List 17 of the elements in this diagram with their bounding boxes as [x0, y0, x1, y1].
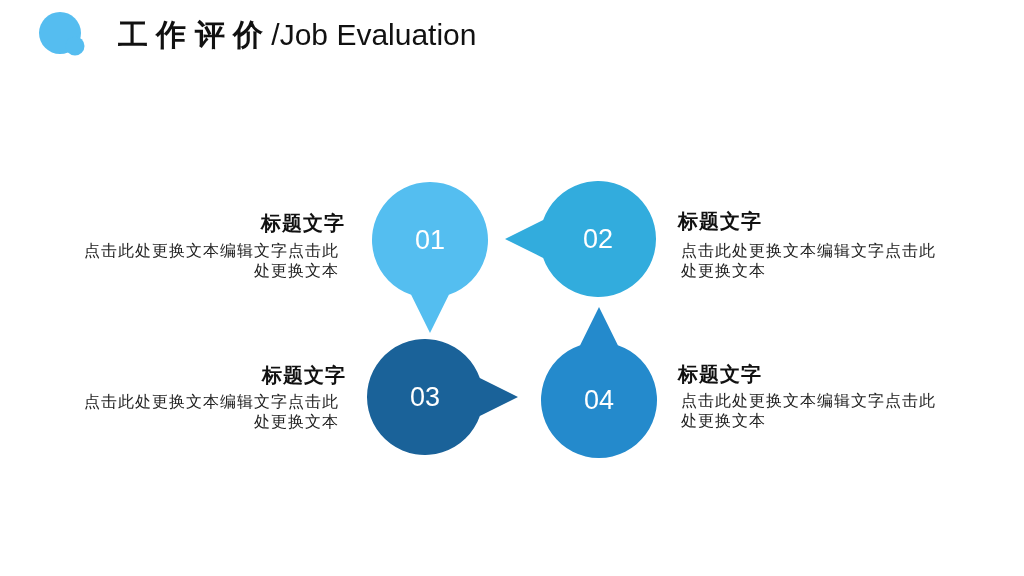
step-number: 02: [583, 225, 613, 253]
item-heading: 标题文字: [262, 363, 346, 387]
speech-bubble: [541, 307, 657, 458]
step-number: 03: [410, 383, 440, 411]
speech-bubble: [367, 339, 518, 455]
item-description: 点击此处更换文本编辑文字点击此处更换文本: [83, 241, 339, 281]
speech-bubble: [372, 182, 488, 333]
item-heading: 标题文字: [678, 362, 762, 386]
page-title: 工 作 评 价 /Job Evaluation: [118, 18, 477, 52]
item-heading: 标题文字: [678, 209, 762, 233]
item-description: 点击此处更换文本编辑文字点击此处更换文本: [681, 391, 937, 431]
item-description: 点击此处更换文本编辑文字点击此处更换文本: [83, 392, 339, 432]
speech-bubble: [505, 181, 656, 297]
item-description: 点击此处更换文本编辑文字点击此处更换文本: [681, 241, 937, 281]
step-number: 01: [415, 226, 445, 254]
step-number: 04: [584, 386, 614, 414]
item-heading: 标题文字: [261, 211, 345, 235]
